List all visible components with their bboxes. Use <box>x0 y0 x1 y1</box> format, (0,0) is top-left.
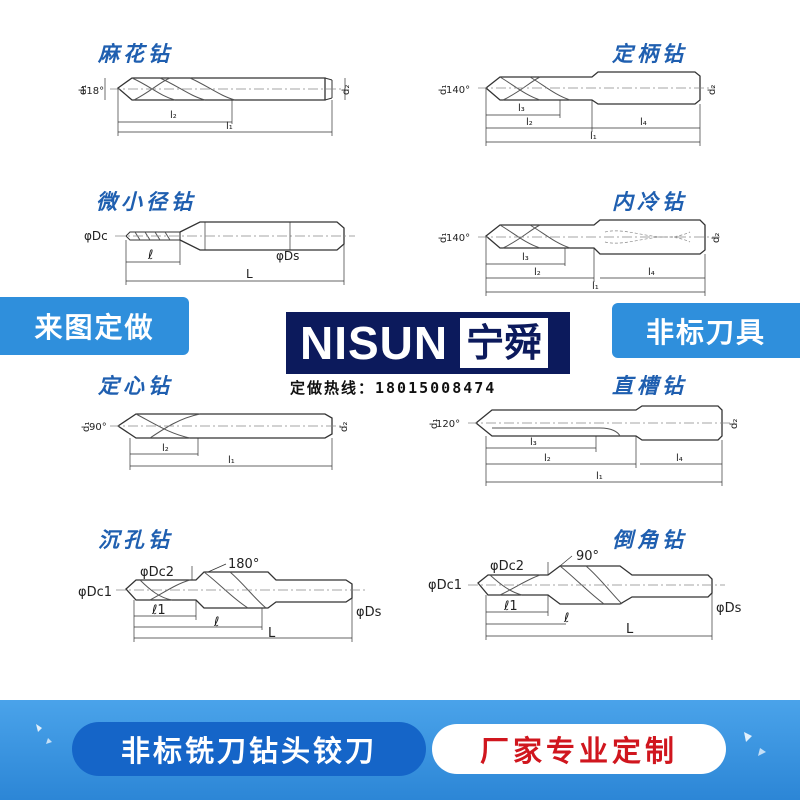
custom-drawing-banner: 来图定做 <box>0 297 189 355</box>
angle-140-label: 140° <box>446 85 470 96</box>
chamfer-drill-title: 倒角钻 <box>612 527 687 552</box>
micro-drill-drawing: φDc φDs ℓ L <box>84 221 355 285</box>
l2-label: l₂ <box>170 110 177 121</box>
centering-drill-title: 定心钻 <box>98 373 173 398</box>
l1-label: l₁ <box>590 131 597 142</box>
angle-90-label: 90° <box>89 422 107 433</box>
brand-name: NISUN <box>300 317 449 369</box>
l3-label: l₃ <box>530 437 537 448</box>
angle-180-label: 180° <box>228 557 259 572</box>
phi-dc-label: φDc <box>84 229 108 243</box>
l4-label: l₄ <box>648 267 655 278</box>
coolant-drill-title: 内冷钻 <box>612 189 687 214</box>
hotline-text: 定做热线：18015008474 <box>290 379 497 397</box>
d2-label: d₂ <box>341 85 352 95</box>
L-label: L <box>268 626 276 641</box>
phi-dc1-label: φDc1 <box>428 578 462 593</box>
l2-label: l₂ <box>526 117 533 128</box>
L-label: L <box>246 267 253 281</box>
d1-label: d₁ <box>78 85 89 95</box>
phi-dc2-label: φDc2 <box>490 559 524 574</box>
l3-label: l₃ <box>522 252 529 263</box>
d2-label: d₂ <box>711 233 722 243</box>
straight-flute-drill-title: 直槽钻 <box>612 373 687 398</box>
phi-dc2-label: φDc2 <box>140 565 174 580</box>
phi-dc1-label: φDc1 <box>78 585 112 600</box>
l3-label: l₃ <box>518 103 525 114</box>
ell1-label: ℓ1 <box>151 603 166 618</box>
phi-ds-label: φDs <box>276 249 299 263</box>
L-label: L <box>626 622 634 637</box>
d1-label: d₁ <box>429 419 440 429</box>
angle-118-label: 118° <box>80 86 104 97</box>
micro-drill-title: 微小径钻 <box>96 189 196 214</box>
ell-label: ℓ <box>147 248 153 263</box>
fixed-shank-drill-drawing: d₁ 140° d₂ l₃ l₂ l₄ l₁ <box>438 71 718 146</box>
d2-label: d₂ <box>707 85 718 95</box>
l1-label: l₁ <box>592 281 599 292</box>
phi-ds-label: φDs <box>356 605 382 620</box>
angle-90-label: 90° <box>576 549 599 564</box>
chamfer-drill-drawing: φDc1 φDc2 90° φDs ℓ1 ℓ L <box>428 549 742 640</box>
straight-flute-drill-drawing: d₁ 120° d₂ l₃ l₂ l₄ l₁ <box>429 405 740 486</box>
sparkle-icon <box>36 724 52 744</box>
footer-custom-pill: 厂家专业定制 <box>432 724 726 774</box>
l1-label: l₁ <box>226 121 233 132</box>
non-standard-tools-banner: 非标刀具 <box>612 303 800 358</box>
d2-label: d₂ <box>729 419 740 429</box>
ell-label: ℓ <box>213 615 219 630</box>
sparkle-icon <box>744 732 766 756</box>
angle-120-label: 120° <box>436 419 460 430</box>
l2-label: l₂ <box>544 453 551 464</box>
d2-label: d₂ <box>339 422 350 432</box>
fixed-shank-drill-title: 定柄钻 <box>612 41 687 66</box>
brand-logo: NISUN 宁舜 <box>286 312 570 374</box>
l1-label: l₁ <box>228 455 235 466</box>
brand-name-cn: 宁舜 <box>460 318 549 368</box>
l2-label: l₂ <box>534 267 541 278</box>
angle-140-label: 140° <box>446 233 470 244</box>
twist-drill-drawing: d₁ 118° d₂ l₂ l₁ <box>78 77 352 136</box>
l4-label: l₄ <box>676 453 683 464</box>
ell1-label: ℓ1 <box>503 599 518 614</box>
twist-drill-title: 麻花钻 <box>98 41 173 66</box>
coolant-drill-drawing: d₁ 140° d₂ l₃ l₂ l₄ l₁ <box>438 219 722 296</box>
l2-label: l₂ <box>162 443 169 454</box>
d1-label: d₁ <box>81 422 92 432</box>
phi-ds-label: φDs <box>716 601 742 616</box>
d1-label: d₁ <box>438 233 449 243</box>
centering-drill-drawing: d₁ 90° d₂ l₂ l₁ <box>81 413 350 470</box>
ell-label: ℓ <box>563 611 569 626</box>
drill-drawings: d₁ 118° d₂ l₂ l₁ d₁ 140° d₂ l₃ l₂ l₄ l₁ <box>78 71 742 642</box>
d1-label: d₁ <box>438 85 449 95</box>
footer-product-pill: 非标铣刀钻头铰刀 <box>72 722 426 776</box>
counterbore-drill-drawing: φDc1 φDc2 180° φDs ℓ1 ℓ L <box>78 557 382 642</box>
l1-label: l₁ <box>596 471 603 482</box>
counterbore-drill-title: 沉孔钻 <box>98 527 173 552</box>
l4-label: l₄ <box>640 117 647 128</box>
